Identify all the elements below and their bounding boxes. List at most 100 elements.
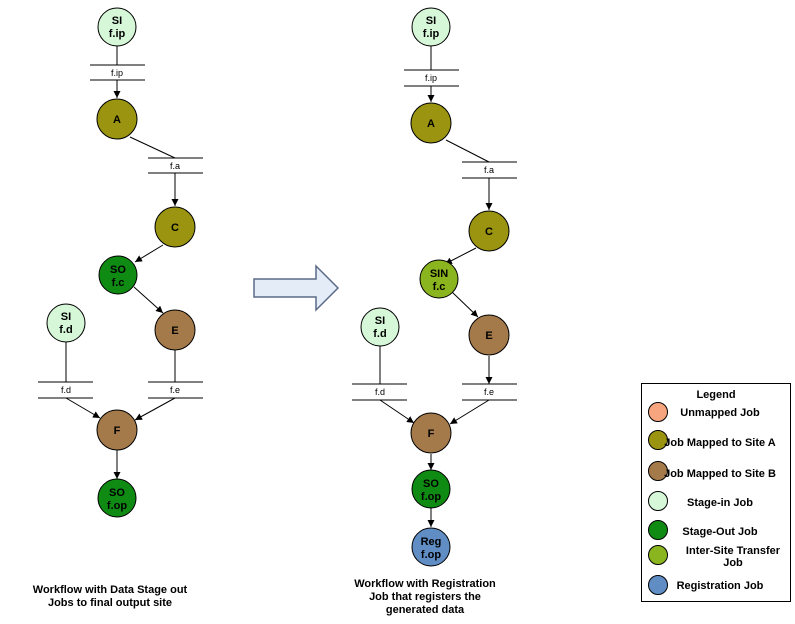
- svg-text:SI: SI: [375, 315, 385, 327]
- legend-item-site-b: Job Mapped to Site B: [648, 461, 792, 483]
- legend-swatch: [648, 545, 668, 565]
- svg-text:Reg: Reg: [421, 536, 442, 548]
- legend-item-stage-in: Stage-in Job: [648, 491, 792, 513]
- legend-item-stage-out: Stage-Out Job: [648, 520, 792, 542]
- caption-line: Workflow with Registration: [354, 578, 496, 590]
- svg-text:C: C: [171, 222, 179, 234]
- svg-text:SI: SI: [61, 311, 71, 323]
- edge: [445, 139, 490, 163]
- node-reg-fop: Reg f.op: [411, 527, 451, 567]
- node-e: E: [468, 314, 510, 356]
- svg-text:f.op: f.op: [421, 549, 441, 561]
- legend-swatch: [648, 575, 668, 595]
- file-fa: f.a: [462, 161, 517, 179]
- svg-text:f.e: f.e: [484, 387, 494, 397]
- svg-text:SI: SI: [426, 15, 436, 27]
- node-f: F: [410, 412, 452, 454]
- right-caption: Workflow with Registration Job that regi…: [325, 578, 525, 617]
- node-si-fd: SI f.d: [46, 303, 86, 343]
- svg-text:f.e: f.e: [170, 385, 180, 395]
- svg-text:f.ip: f.ip: [111, 68, 123, 78]
- node-so-fc: SO f.c: [98, 255, 138, 295]
- legend: Legend Unmapped Job Job Mapped to Site A…: [641, 383, 791, 602]
- svg-text:SO: SO: [423, 478, 439, 490]
- svg-text:SI: SI: [112, 15, 122, 27]
- node-c: C: [468, 210, 510, 252]
- svg-text:C: C: [485, 226, 493, 238]
- svg-text:f.d: f.d: [375, 387, 385, 397]
- svg-text:f.a: f.a: [170, 161, 180, 171]
- node-si-fip: SI f.ip: [411, 7, 451, 47]
- legend-title: Legend: [696, 389, 736, 401]
- node-sin-fc: SIN f.c: [419, 259, 459, 299]
- caption-line: Workflow with Data Stage out: [32, 584, 188, 596]
- edge: [444, 247, 477, 265]
- svg-text:f.c: f.c: [433, 281, 446, 293]
- edge: [449, 399, 490, 425]
- legend-swatch: [648, 402, 668, 422]
- file-fe: f.e: [148, 381, 203, 399]
- legend-label: Stage-Out Job: [682, 526, 758, 538]
- node-si-fd: SI f.d: [360, 307, 400, 347]
- svg-text:f.op: f.op: [107, 500, 127, 512]
- caption-line: Jobs to final output site: [47, 597, 173, 609]
- legend-item-registration: Registration Job: [648, 575, 792, 597]
- left-workflow: f.ip f.a f.d f.e SI f.ip A C: [38, 7, 203, 518]
- legend-label: Inter-Site Transfer Job: [685, 545, 781, 569]
- node-a: A: [96, 98, 138, 140]
- node-so-fop: SO f.op: [97, 478, 137, 518]
- legend-label: Unmapped Job: [680, 407, 760, 419]
- svg-text:F: F: [114, 425, 121, 437]
- svg-text:E: E: [485, 330, 492, 342]
- svg-text:F: F: [428, 428, 435, 440]
- left-caption: Workflow with Data Stage out Jobs to fin…: [10, 584, 210, 610]
- svg-text:A: A: [427, 118, 435, 130]
- svg-text:f.d: f.d: [59, 324, 72, 336]
- legend-item-unmapped: Unmapped Job: [648, 402, 792, 424]
- legend-label: Job Mapped to Site B: [664, 468, 776, 480]
- legend-swatch: [648, 491, 668, 511]
- legend-label: Job Mapped to Site A: [664, 437, 776, 449]
- edge: [65, 397, 101, 419]
- svg-text:f.a: f.a: [484, 165, 494, 175]
- file-fd: f.d: [38, 381, 93, 399]
- svg-text:f.ip: f.ip: [423, 28, 440, 40]
- svg-text:f.op: f.op: [421, 491, 441, 503]
- legend-item-inter-site: Inter-Site Transfer Job: [648, 545, 792, 569]
- svg-text:f.c: f.c: [112, 277, 125, 289]
- node-so-fop: SO f.op: [411, 469, 451, 509]
- legend-swatch: [648, 520, 668, 540]
- node-si-fip: SI f.ip: [97, 7, 137, 47]
- edge: [134, 244, 164, 263]
- svg-text:SO: SO: [110, 264, 126, 276]
- legend-swatch: [648, 461, 668, 481]
- legend-label: Registration Job: [676, 580, 764, 592]
- svg-text:E: E: [171, 325, 178, 337]
- node-c: C: [154, 206, 196, 248]
- file-fip: f.ip: [90, 64, 145, 81]
- edge: [379, 399, 415, 424]
- file-fip: f.ip: [404, 69, 459, 87]
- file-fa: f.a: [148, 157, 203, 174]
- legend-label: Stage-in Job: [686, 497, 753, 509]
- caption-line: generated data: [385, 604, 465, 616]
- edge: [129, 136, 176, 159]
- node-a: A: [410, 102, 452, 144]
- svg-text:f.d: f.d: [61, 385, 71, 395]
- svg-text:SO: SO: [109, 487, 125, 499]
- right-workflow: f.ip f.a f.d f.e SI f.ip A C: [352, 7, 517, 567]
- edge: [134, 397, 176, 421]
- caption-line: Job that registers the: [369, 591, 481, 603]
- edge: [133, 286, 164, 314]
- node-f: F: [96, 409, 138, 451]
- legend-item-site-a: Job Mapped to Site A: [648, 430, 792, 452]
- edge: [451, 291, 479, 318]
- file-fe: f.e: [462, 383, 517, 401]
- svg-text:f.d: f.d: [373, 328, 386, 340]
- svg-text:A: A: [113, 114, 121, 126]
- transform-arrow: [253, 264, 340, 312]
- file-fd: f.d: [352, 383, 407, 401]
- legend-swatch: [648, 430, 668, 450]
